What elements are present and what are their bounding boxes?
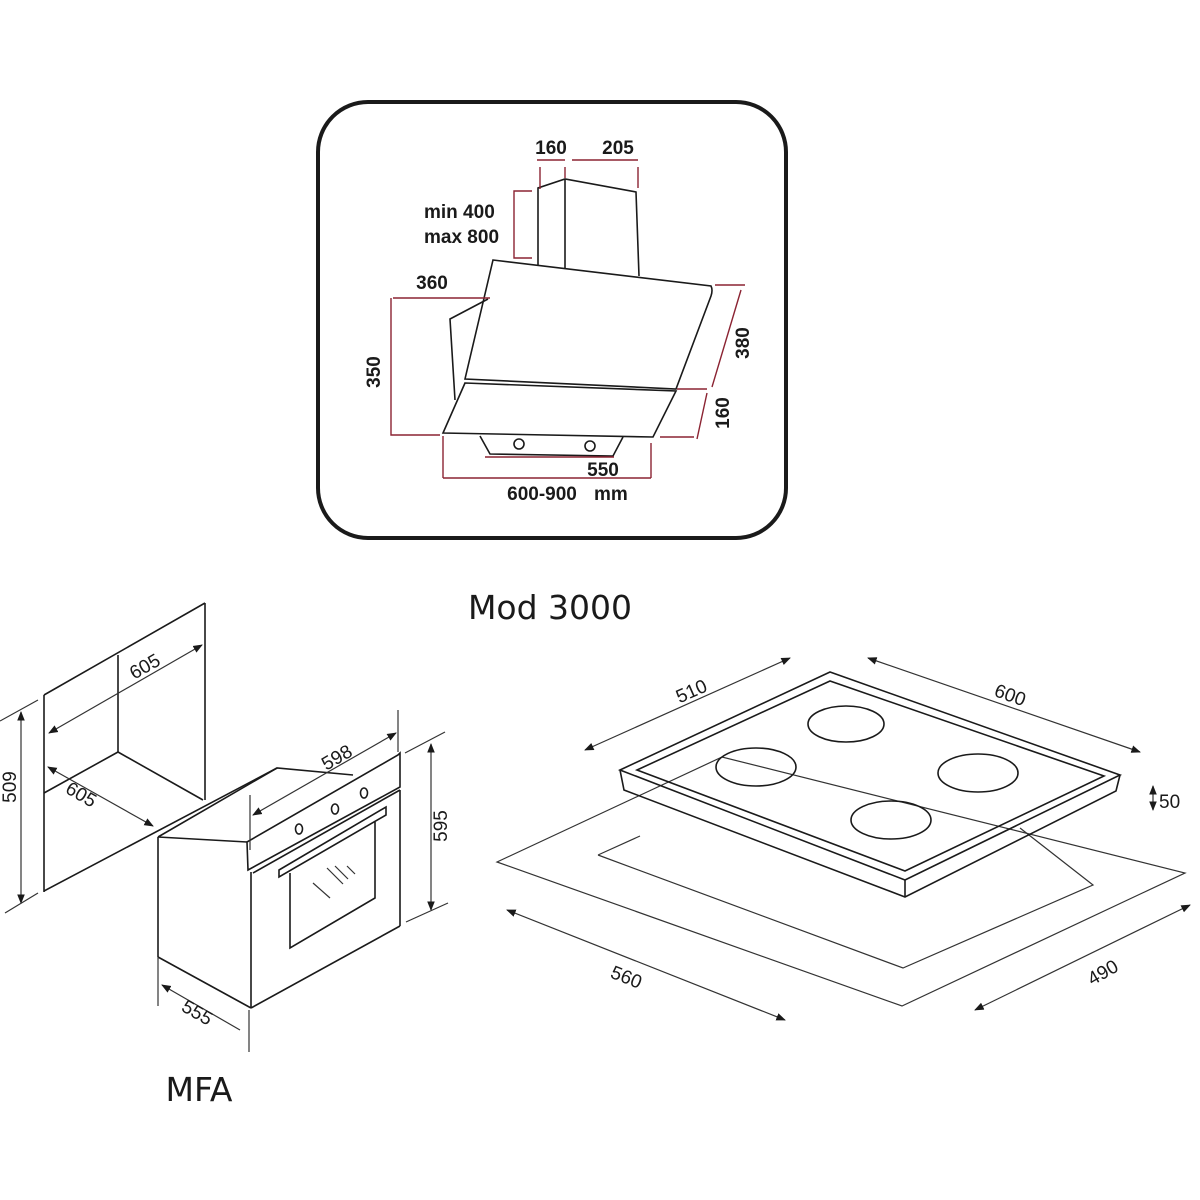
dim-chimney-max: max 800 [424,227,499,248]
oven-window [289,822,376,950]
hob-burner-icon [937,753,1019,793]
oven-knob-icon [359,787,369,799]
hood-light-icon [584,440,596,452]
oven-niche: 605 605 509 [0,602,278,914]
hood-drawing [441,178,713,457]
hood-side-panel [449,298,489,401]
dim-glass-lower: 160 [713,397,734,429]
dim-chimney-min: min 400 [424,202,495,223]
oven-knob-icon [294,823,304,835]
dim-chimney-width: 205 [602,138,634,159]
hood-chimney [537,178,640,277]
oven-edge [250,925,401,1009]
dim-extension [405,902,449,923]
dim-extension [4,892,39,914]
oven-model-title: MFA [166,1070,233,1109]
hood-light-icon [513,438,525,450]
dim-hood-height: 350 [364,356,385,388]
hood-bottom-unit [479,435,624,457]
dim-arrow [252,732,397,816]
dim-arrow [161,984,241,1031]
hob-side [619,769,1121,898]
oven-door-handle [278,805,387,879]
dim-arrow [867,657,1141,753]
hood-upper-glass [464,259,713,390]
glass-reflection [326,867,344,885]
hood-dimension-labels: 160 205 min 400 max 800 360 350 380 160 … [364,138,754,505]
hob-burner-icon [807,705,885,743]
dim-chimney-depth: 160 [535,138,567,159]
dim-hob-thickness: 50 [1159,792,1180,813]
hob-unit [617,671,1123,898]
hood-panel: 160 205 min 400 max 800 360 350 380 160 … [316,100,788,540]
hood-dimension-lines [390,159,745,479]
hob-dimensions: 510 600 50 560 490 [506,657,1191,1021]
oven-edge [157,956,252,1009]
dim-arrow [974,904,1191,1011]
dim-inner-width: 550 [587,460,619,481]
hob-burner-icon [850,800,932,840]
dim-line [711,289,742,388]
dim-line [513,190,532,259]
glass-reflection [334,865,349,880]
dim-line [696,392,708,440]
oven-top [157,767,354,838]
hood-panel-frame [316,100,788,540]
dim-arrow [48,644,203,734]
dim-oven-width: 598 [318,741,356,775]
dim-cutout-depth: 490 [1084,956,1122,990]
dim-arrow [506,909,786,1021]
dim-hob-depth: 510 [673,676,711,708]
niche-edge [117,751,204,801]
hood-lower-glass [441,382,678,438]
niche-edge [43,602,206,696]
dim-glass-upper: 380 [733,327,754,359]
hob-burner-icon [715,747,797,787]
dim-hob-width: 600 [991,681,1028,712]
dim-arrow [47,766,154,827]
dim-oven-depth: 555 [178,996,216,1030]
dim-hood-depth: 360 [416,273,448,294]
dim-niche-depth: 605 [62,778,100,812]
hood-model-title: Mod 3000 [468,588,632,627]
dim-niche-height: 509 [0,771,21,803]
oven-knob-icon [330,803,340,815]
dim-niche-width: 605 [126,650,164,684]
dim-oven-height: 595 [431,810,452,842]
dim-extension [404,731,446,754]
dim-line [390,298,440,436]
hob-top-plate [617,671,1123,881]
dim-extension [0,699,39,722]
dim-cutout-width: 560 [607,962,644,993]
niche-edge [43,767,278,892]
glass-reflection [312,882,331,899]
oven-unit: 598 595 555 [157,710,452,1052]
glass-reflection [346,865,356,875]
dim-width-range: 600-900 [507,484,577,505]
oven-edge [157,836,248,843]
dim-arrow [584,657,791,751]
dim-unit: mm [594,484,628,505]
